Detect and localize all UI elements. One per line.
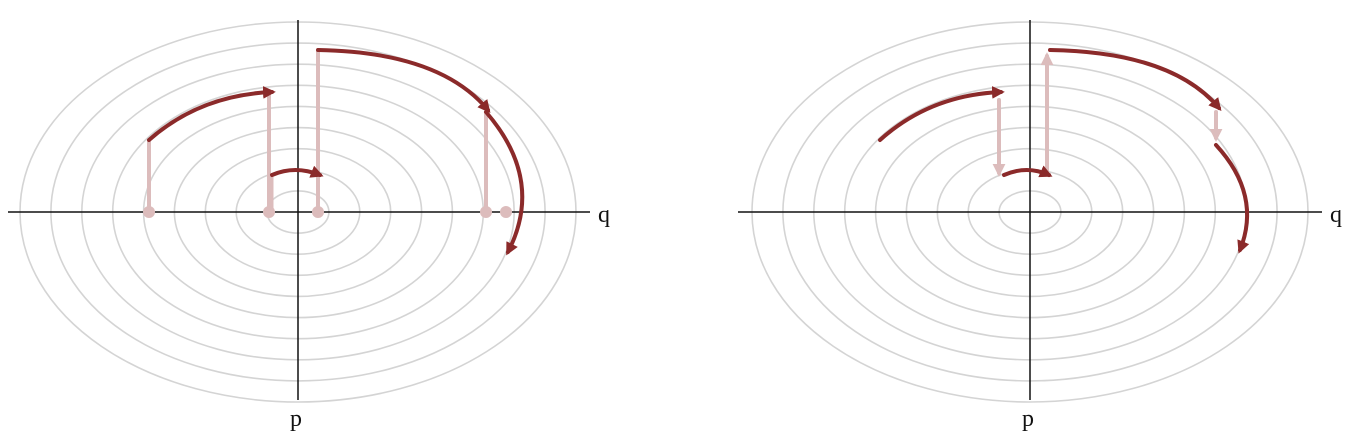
right-phase-panel: q p (738, 20, 1342, 432)
trajectory-arc (270, 165, 324, 178)
trajectory-arc (878, 85, 1005, 142)
q-axis-label: q (598, 202, 610, 228)
trajectory-arc (316, 48, 491, 113)
p-axis-label: p (1022, 406, 1034, 432)
sample-points (143, 206, 512, 218)
momentum-resample-arrows (992, 52, 1223, 177)
left-phase-panel: q p (8, 20, 610, 432)
sample-point (480, 206, 492, 218)
momentum-resample-lines (147, 50, 488, 212)
trajectory-arc (1048, 48, 1222, 111)
trajectory-arc (484, 110, 525, 256)
sample-point (143, 206, 155, 218)
trajectory-arc (1002, 165, 1053, 178)
trajectory-arc (147, 85, 276, 142)
hamiltonian-trajectories (147, 48, 525, 256)
q-axis-label: q (1330, 202, 1342, 228)
sample-point (312, 206, 324, 218)
hamiltonian-trajectories (878, 48, 1250, 254)
p-axis-label: p (290, 406, 302, 432)
sample-point (263, 206, 275, 218)
sample-point (500, 206, 512, 218)
trajectory-arc (1214, 143, 1250, 254)
